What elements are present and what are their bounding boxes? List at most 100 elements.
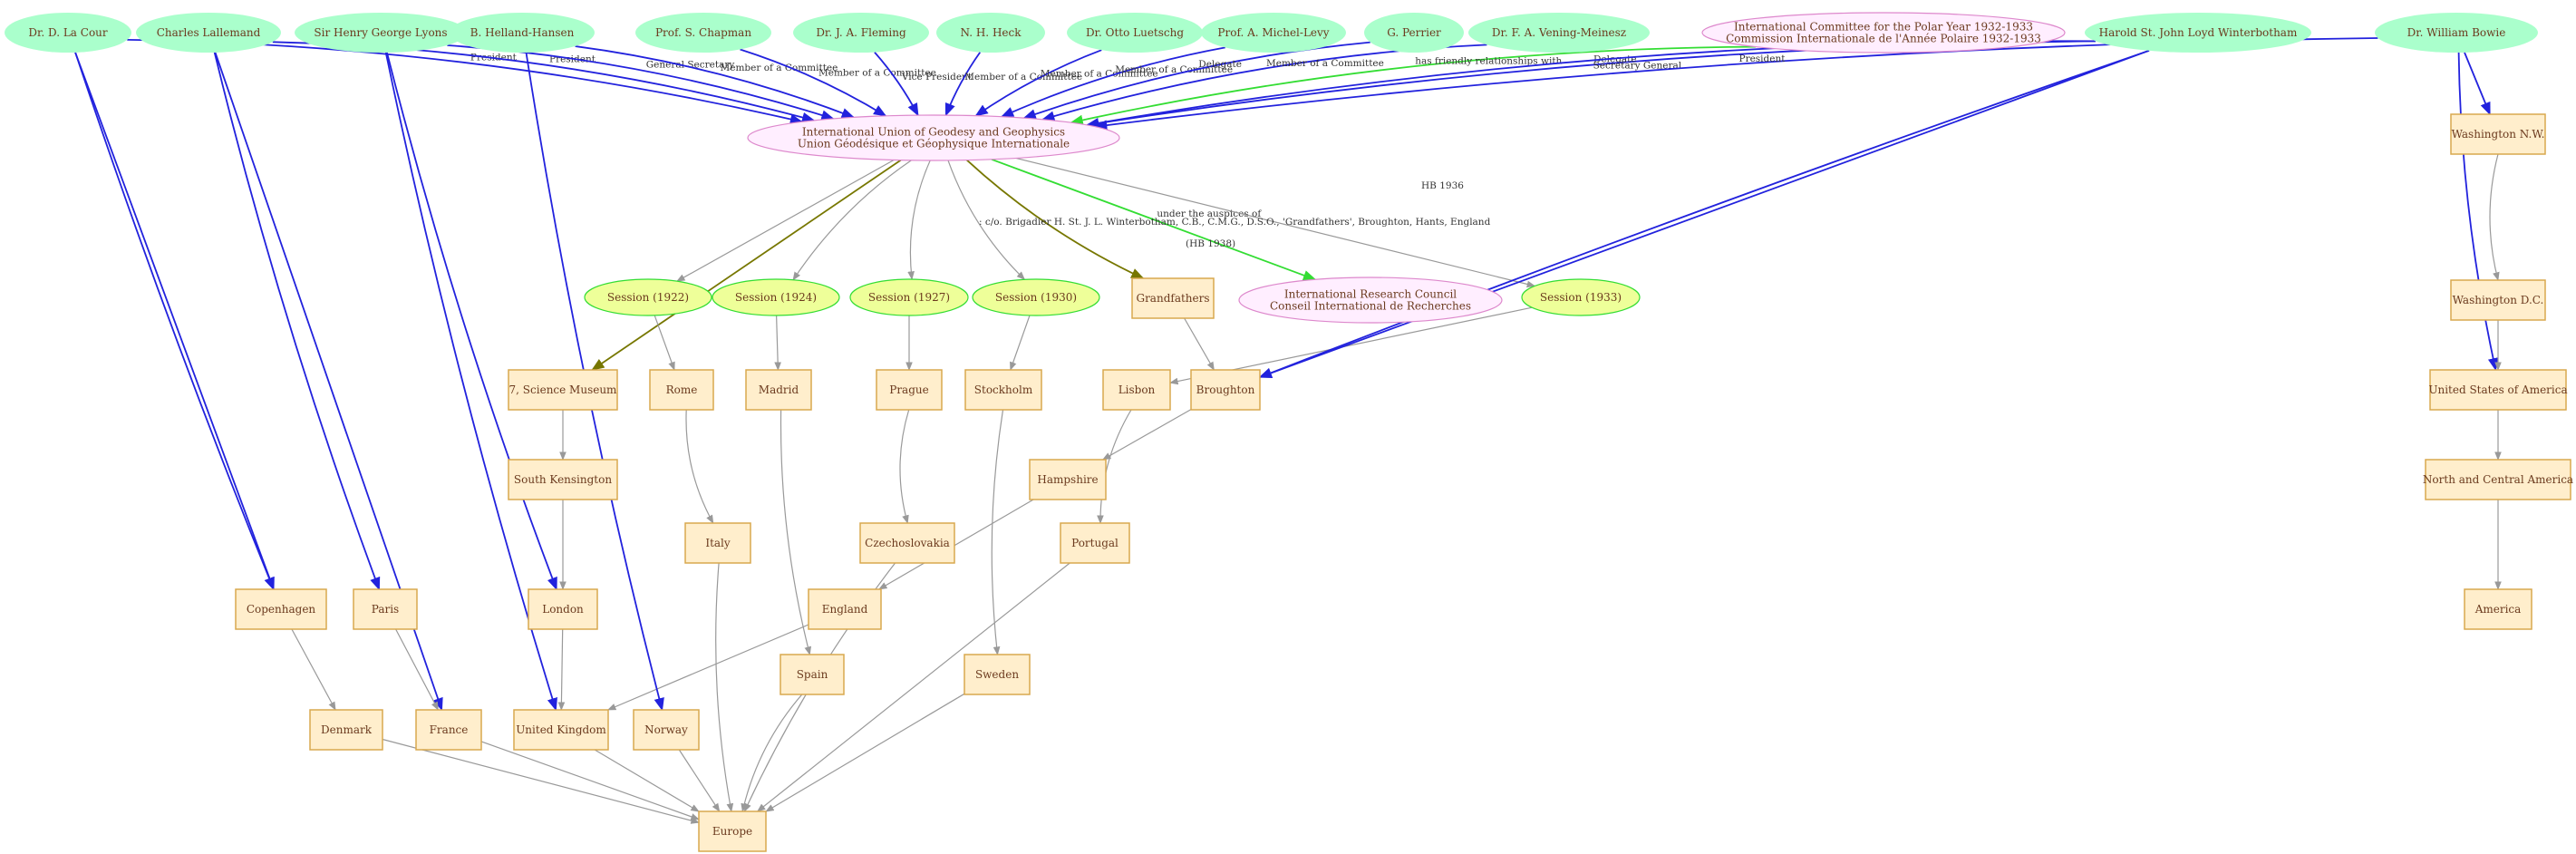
node-america[interactable]: America	[2464, 588, 2532, 630]
node-perrier[interactable]: G. Perrier	[1364, 13, 1464, 53]
node-perrier-shape	[1364, 13, 1464, 53]
node-norway-shape	[633, 709, 700, 751]
node-science-label: 7, Science Museum	[509, 383, 618, 396]
node-rome-label: Rome	[666, 383, 698, 396]
node-washdc[interactable]: Washington D.C.	[2450, 279, 2546, 321]
node-lacour-shape	[5, 13, 131, 53]
node-s1924-label: Session (1924)	[735, 291, 817, 304]
node-hampshire-shape	[1029, 459, 1107, 500]
node-polar[interactable]: International Committee for the Polar Ye…	[1701, 12, 2066, 53]
edge-lyons-to-london	[386, 52, 557, 591]
node-broughton[interactable]: Broughton	[1190, 369, 1261, 411]
node-usa-label: United States of America	[2428, 383, 2567, 396]
node-lallemand-label: Charles Lallemand	[157, 26, 261, 39]
node-sweden[interactable]: Sweden	[964, 654, 1031, 695]
node-nca[interactable]: North and Central America	[2423, 459, 2573, 500]
node-vening-label: Dr. F. A. Vening-Meinesz	[1492, 26, 1626, 39]
node-prague-label: Prague	[889, 383, 928, 396]
node-italy[interactable]: Italy	[684, 522, 751, 564]
edge-london-to-uk	[557, 628, 566, 711]
edge-iugg-to-s1922	[676, 159, 895, 282]
node-heck[interactable]: N. H. Heck	[936, 13, 1045, 53]
node-czech[interactable]: Czechoslovakia	[859, 522, 955, 564]
node-lallemand-shape	[136, 13, 281, 53]
node-michel-shape	[1201, 13, 1346, 53]
node-s1924[interactable]: Session (1924)	[712, 278, 840, 316]
node-bowie[interactable]: Dr. William Bowie	[2375, 13, 2538, 53]
edge-label: under the auspices of	[1157, 209, 1262, 219]
node-france[interactable]: France	[415, 709, 482, 751]
node-s1930[interactable]: Session (1930)	[972, 278, 1100, 316]
edge-lacour-to-copenhagen	[74, 52, 275, 591]
node-southken-label: South Kensington	[514, 473, 612, 486]
node-lisbon[interactable]: Lisbon	[1102, 369, 1171, 411]
node-nca-shape	[2425, 459, 2571, 500]
edge-lallemand-to-paris	[213, 52, 381, 591]
edge-lisbon-to-portugal	[1097, 409, 1132, 524]
node-iugg-label: International Union of Geodesy and Geoph…	[802, 126, 1065, 139]
node-grandfathers-label: Grandfathers	[1136, 292, 1209, 305]
node-lyons[interactable]: Sir Henry George Lyons	[295, 13, 467, 53]
node-denmark[interactable]: Denmark	[309, 709, 383, 751]
node-london[interactable]: London	[528, 588, 598, 630]
node-washdc-label: Washington D.C.	[2453, 294, 2544, 306]
node-sweden-label: Sweden	[975, 668, 1019, 681]
node-southken[interactable]: South Kensington	[508, 459, 618, 500]
edge-chapman-to-iugg	[740, 48, 887, 117]
node-grandfathers-shape	[1131, 277, 1215, 319]
edge-iugg-to-irc	[991, 158, 1317, 281]
node-fleming[interactable]: Dr. J. A. Fleming	[793, 13, 929, 53]
node-paris[interactable]: Paris	[353, 588, 418, 630]
node-s1927[interactable]: Session (1927)	[849, 278, 969, 316]
node-hampshire[interactable]: Hampshire	[1029, 459, 1107, 500]
node-madrid[interactable]: Madrid	[745, 369, 812, 411]
node-england[interactable]: England	[808, 588, 882, 630]
node-spain[interactable]: Spain	[780, 654, 845, 695]
node-vening[interactable]: Dr. F. A. Vening-Meinesz	[1468, 13, 1650, 53]
node-irc-label: Conseil International de Recherches	[1270, 300, 1471, 313]
node-uk[interactable]: United Kingdom	[513, 709, 609, 751]
address-annotation: : c/o. Brigadier H. St. J. L. Winterboth…	[979, 217, 1491, 228]
node-rome[interactable]: Rome	[649, 369, 714, 411]
node-lacour[interactable]: Dr. D. La Cour	[5, 13, 131, 53]
edge-copenhagen-to-denmark	[291, 628, 336, 711]
node-helland[interactable]: B. Helland-Hansen	[450, 13, 595, 53]
edge-s1922-to-rome	[654, 315, 675, 371]
node-grandfathers[interactable]: Grandfathers	[1131, 277, 1215, 319]
node-science[interactable]: 7, Science Museum	[508, 369, 618, 411]
edge-luetschg-to-iugg	[974, 49, 1102, 117]
node-europe[interactable]: Europe	[698, 810, 767, 852]
node-copenhagen-label: Copenhagen	[247, 603, 316, 616]
node-usa[interactable]: United States of America	[2428, 369, 2568, 411]
node-s1927-shape	[849, 278, 969, 316]
edge-norway-to-europe	[678, 749, 721, 812]
node-norway[interactable]: Norway	[633, 709, 700, 751]
node-prague[interactable]: Prague	[876, 369, 943, 411]
nodes-layer: Dr. D. La Cour Charles Lallemand Sir Henry…	[5, 12, 2573, 852]
node-lallemand[interactable]: Charles Lallemand	[136, 13, 281, 53]
node-heck-label: N. H. Heck	[960, 26, 1022, 39]
node-winterbotham[interactable]: Harold St. John Loyd Winterbotham	[2085, 13, 2311, 53]
node-stockholm[interactable]: Stockholm	[964, 369, 1042, 411]
node-chapman[interactable]: Prof. S. Chapman	[635, 13, 771, 53]
node-science-shape	[508, 369, 618, 411]
node-s1922[interactable]: Session (1922)	[584, 278, 712, 316]
node-washnw-label: Washington N.W.	[2452, 128, 2545, 141]
node-helland-label: B. Helland-Hansen	[470, 26, 575, 39]
node-irc-shape	[1238, 277, 1503, 324]
node-luetschg[interactable]: Dr. Otto Luetschg	[1067, 13, 1203, 53]
node-washnw-shape	[2450, 113, 2546, 155]
node-uk-shape	[513, 709, 609, 751]
node-copenhagen[interactable]: Copenhagen	[235, 588, 327, 630]
node-michel[interactable]: Prof. A. Michel-Levy	[1201, 13, 1346, 53]
node-washnw[interactable]: Washington N.W.	[2450, 113, 2546, 155]
node-france-shape	[415, 709, 482, 751]
node-iugg[interactable]: International Union of Geodesy and Geoph…	[747, 114, 1120, 161]
edge-label: Member of a Committee	[818, 67, 936, 78]
node-norway-label: Norway	[644, 723, 688, 736]
node-s1933[interactable]: Session (1933)	[1521, 278, 1641, 316]
node-czech-shape	[859, 522, 955, 564]
node-portugal[interactable]: Portugal	[1060, 522, 1130, 564]
